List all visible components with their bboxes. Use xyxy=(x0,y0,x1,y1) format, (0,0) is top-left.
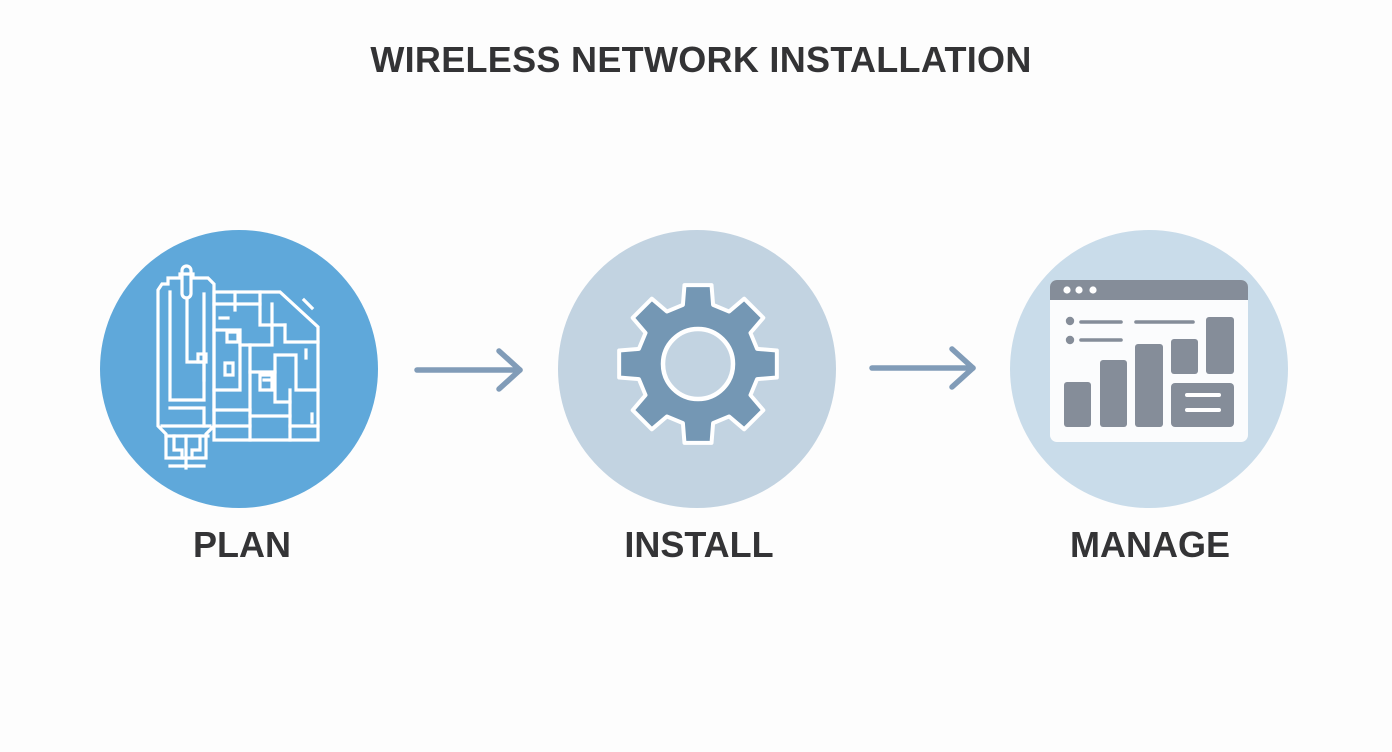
window-dot-icon xyxy=(1089,286,1097,294)
page-title: WIRELESS NETWORK INSTALLATION xyxy=(370,39,1032,80)
arrow-right-icon xyxy=(405,340,535,400)
gear-icon xyxy=(617,283,779,445)
step-label-plan: PLAN xyxy=(193,524,291,565)
chart-bar xyxy=(1135,344,1163,427)
manage-circle xyxy=(1010,230,1288,508)
chart-bar xyxy=(1206,317,1234,374)
chart-bar xyxy=(1171,339,1198,374)
dashboard-title-bar xyxy=(1050,280,1248,300)
window-dot-icon xyxy=(1075,286,1083,294)
install-circle xyxy=(558,230,836,508)
dashboard-bar-chart-icon xyxy=(1050,280,1248,442)
window-dot-icon xyxy=(1063,286,1071,294)
chart-bar xyxy=(1064,382,1091,427)
summary-card xyxy=(1171,383,1234,427)
chart-bar xyxy=(1100,360,1127,427)
plan-circle xyxy=(100,230,378,508)
floor-plan-blueprint-icon xyxy=(156,264,320,470)
step-plan xyxy=(100,230,378,508)
arrow-right-icon xyxy=(860,338,990,398)
step-manage xyxy=(1010,230,1288,508)
step-install xyxy=(558,230,836,508)
step-label-install: INSTALL xyxy=(624,524,774,565)
step-label-manage: MANAGE xyxy=(1070,524,1230,565)
